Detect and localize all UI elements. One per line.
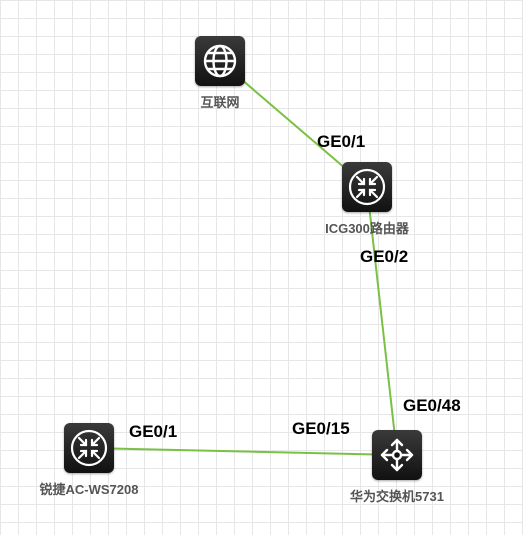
router-icon: [64, 423, 114, 473]
port-label-switch-ge0-48: GE0/48: [403, 396, 461, 415]
link-ac-switch[interactable]: [88, 447, 398, 456]
node-router-label: ICG300路由器: [325, 221, 409, 236]
switch-icon: [372, 430, 422, 480]
node-ac-label: 锐捷AC-WS7208: [39, 482, 139, 497]
node-internet[interactable]: 互联网: [195, 36, 245, 110]
node-switch[interactable]: 华为交换机5731: [350, 430, 444, 504]
port-label-ac-ge0-1: GE0/1: [129, 422, 178, 441]
port-label-router-ge0-1: GE0/1: [317, 132, 366, 151]
globe-icon: [195, 36, 245, 86]
link-router-switch[interactable]: [366, 186, 398, 456]
port-label-switch-ge0-15: GE0/15: [292, 419, 350, 438]
node-ac[interactable]: 锐捷AC-WS7208: [40, 423, 138, 497]
node-switch-label: 华为交换机5731: [350, 489, 444, 504]
node-router[interactable]: ICG300路由器: [325, 162, 409, 236]
port-label-router-ge0-2: GE0/2: [360, 247, 409, 266]
node-internet-label: 互联网: [200, 95, 240, 110]
router-icon: [342, 162, 392, 212]
